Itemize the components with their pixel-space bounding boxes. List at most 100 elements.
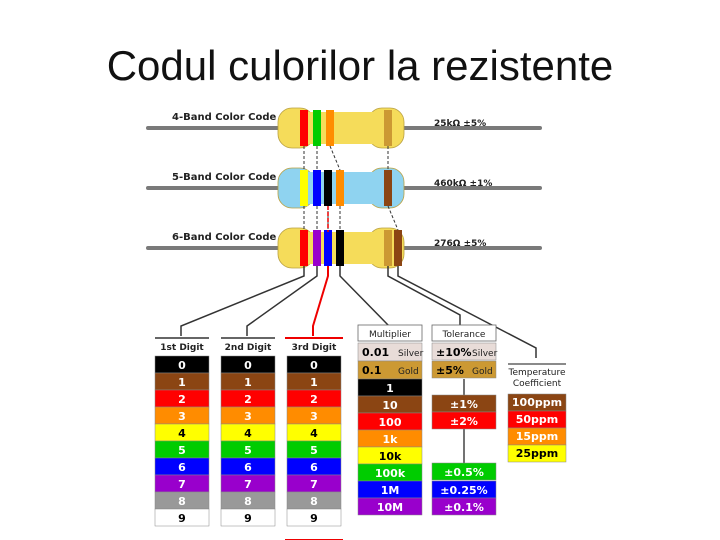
digit-value: 7: [310, 478, 318, 491]
digit-table-digit3: 3rd Digit 0 1 2 3 4 5 6 7 8 9: [285, 337, 343, 540]
multiplier-value: 1M: [381, 484, 400, 497]
resistor-body: [298, 112, 382, 144]
resistor-band: [384, 110, 392, 146]
multiplier-value: 0.01: [362, 346, 389, 359]
column-header: 2nd Digit: [225, 343, 272, 353]
multiplier-value: 10k: [379, 450, 402, 463]
multiplier-value: 0.1: [362, 364, 382, 377]
resistor-band: [336, 230, 344, 266]
multiplier-value: 100: [379, 416, 402, 429]
band-connector: [397, 266, 537, 358]
tempco-value: 25ppm: [516, 447, 559, 460]
multiplier-color-cell: [357, 497, 423, 516]
digit-value: 4: [310, 427, 318, 440]
resistor-band: [300, 170, 308, 206]
digit-color-cell: [220, 508, 276, 527]
resistor-type-label: 6-Band Color Code: [172, 232, 277, 243]
digit-value: 2: [244, 393, 252, 406]
digit-value: 2: [310, 393, 318, 406]
digit-value: 9: [178, 512, 186, 525]
dashed-connector: [329, 145, 341, 171]
digit-value: 5: [310, 444, 318, 457]
band-connector: [312, 266, 329, 336]
column-header: Tolerance: [442, 330, 486, 340]
digit-value: 0: [244, 359, 252, 372]
tolerance-color-cell: [431, 342, 497, 361]
digit-value: 4: [244, 427, 252, 440]
multiplier-value: 10M: [377, 501, 403, 514]
digit-value: 8: [244, 495, 252, 508]
resistor-band: [336, 170, 344, 206]
tolerance-color-cell: [431, 497, 497, 516]
tempco-table: TemperatureCoefficient100ppm50ppm15ppm25…: [507, 363, 567, 463]
digit-value: 1: [178, 376, 186, 389]
dashed-connector: [387, 205, 399, 231]
column-header: 1st Digit: [160, 343, 204, 353]
resistor-band: [324, 170, 332, 206]
tolerance-value: ±0.5%: [444, 466, 484, 479]
digit-value: 3: [178, 410, 186, 423]
digit-value: 5: [178, 444, 186, 457]
digit-value: 6: [178, 461, 186, 474]
column-header: 3rd Digit: [292, 343, 337, 353]
column-header: Coefficient: [513, 379, 562, 389]
multiplier-value: 1: [386, 382, 394, 395]
tolerance-value: ±2%: [450, 415, 478, 428]
digit-value: 0: [310, 359, 318, 372]
digit-value: 9: [310, 512, 318, 525]
tolerance-value: ±5%: [436, 364, 464, 377]
band-connector: [246, 266, 318, 336]
digit-value: 8: [310, 495, 318, 508]
digit-value: 1: [310, 376, 318, 389]
digit-value: 7: [244, 478, 252, 491]
resistor-band: [300, 230, 308, 266]
tolerance-value: ±1%: [450, 398, 478, 411]
resistor-3: 6-Band Color Code 276Ω ±5%: [146, 227, 542, 269]
column-header-box: [357, 324, 423, 342]
multiplier-value: 10: [382, 399, 398, 412]
connector-lines: [180, 145, 537, 358]
resistor-band: [384, 170, 392, 206]
resistor-type-label: 5-Band Color Code: [172, 172, 277, 183]
digit-value: 5: [244, 444, 252, 457]
tempco-value: 50ppm: [516, 413, 559, 426]
resistor-band: [324, 230, 332, 266]
digit-value: 6: [244, 461, 252, 474]
digit-value: 7: [178, 478, 186, 491]
resistor-band: [394, 230, 402, 266]
column-header: Multiplier: [369, 330, 411, 340]
band-connector: [180, 266, 305, 336]
resistor-band: [384, 230, 392, 266]
tolerance-color-cell: [431, 360, 497, 379]
multiplier-value: 1k: [383, 433, 399, 446]
digit-value: 3: [310, 410, 318, 423]
tempco-color-cell: [507, 444, 567, 463]
resistor-value-label: 276Ω ±5%: [434, 239, 486, 249]
digit-color-cell: [154, 508, 210, 527]
resistor-value-label: 460kΩ ±1%: [434, 179, 492, 189]
band-connector: [387, 266, 461, 325]
multiplier-note: Gold: [398, 367, 419, 377]
multiplier-value: 100k: [375, 467, 406, 480]
digit-value: 0: [178, 359, 186, 372]
multiplier-note: Silver: [398, 349, 424, 359]
column-header: Temperature: [507, 368, 565, 378]
resistor-band: [313, 110, 321, 146]
resistor-band: [313, 230, 321, 266]
resistor-band: [326, 110, 334, 146]
digit-value: 1: [244, 376, 252, 389]
digit-color-cell: [286, 508, 342, 527]
tolerance-value: ±0.1%: [444, 501, 484, 514]
digit-value: 6: [310, 461, 318, 474]
resistor-band: [300, 110, 308, 146]
tolerance-table: Tolerance±10%Silver±5%Gold±1%±2%±0.5%±0.…: [431, 324, 498, 516]
digit-value: 2: [178, 393, 186, 406]
digit-value: 4: [178, 427, 186, 440]
tolerance-value: ±10%: [436, 346, 472, 359]
resistor-value-label: 25kΩ ±5%: [434, 119, 486, 129]
tempco-value: 15ppm: [516, 430, 559, 443]
